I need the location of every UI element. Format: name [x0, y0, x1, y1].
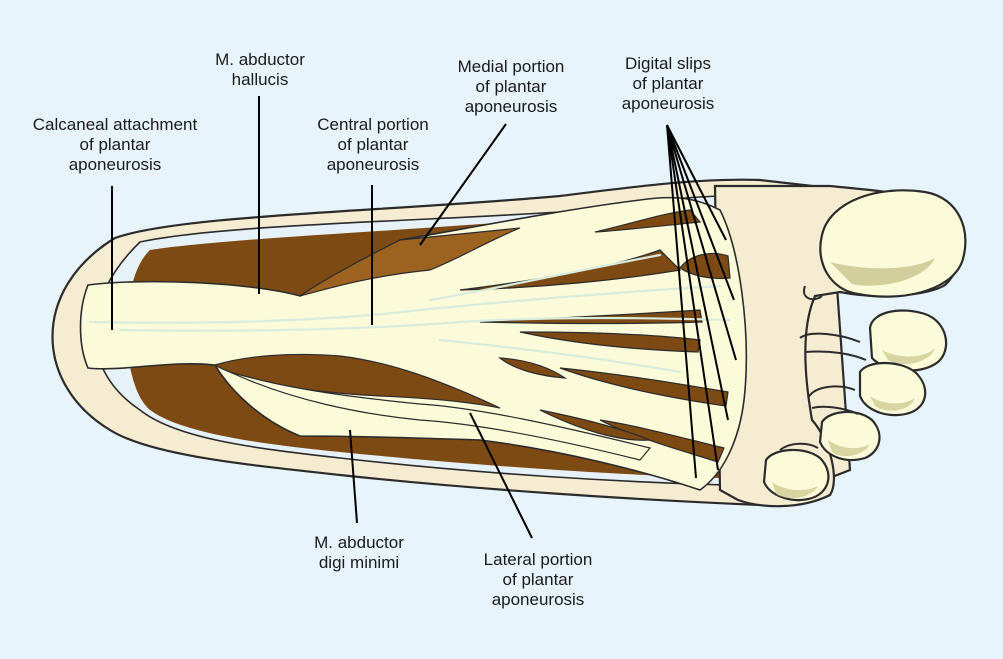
label-line: Calcaneal attachment — [32, 115, 198, 134]
label-abductor-digi-minimi: M. abductor digi minimi — [294, 533, 424, 573]
label-line: Digital slips — [625, 54, 711, 73]
label-line: Medial portion — [457, 57, 565, 76]
leader-digital-slips — [666, 124, 737, 479]
abductor-hallucis-muscle — [299, 227, 521, 297]
label-calcaneal-attachment: Calcaneal attachment of plantar aponeuro… — [15, 115, 215, 175]
label-line: aponeurosis — [464, 97, 558, 116]
toes — [762, 189, 967, 502]
label-line: of plantar — [79, 135, 151, 154]
label-line: M. abductor — [314, 533, 404, 552]
label-line: M. abductor — [215, 50, 305, 69]
aponeurosis-sheen — [88, 253, 732, 374]
label-line: of plantar — [502, 570, 574, 589]
label-line: aponeurosis — [68, 155, 162, 174]
label-line: aponeurosis — [326, 155, 420, 174]
third-toe-shadow — [870, 396, 915, 411]
label-lateral-portion: Lateral portion of plantar aponeurosis — [470, 550, 606, 610]
label-line: of plantar — [475, 77, 547, 96]
label-abductor-hallucis: M. abductor hallucis — [195, 50, 325, 90]
label-line: of plantar — [337, 135, 409, 154]
second-toe-shadow — [882, 348, 935, 364]
lateral-band — [229, 371, 652, 461]
label-line: digi minimi — [318, 553, 400, 572]
label-central-portion: Central portion of plantar aponeurosis — [302, 115, 444, 175]
label-line: of plantar — [632, 74, 704, 93]
label-digital-slips: Digital slips of plantar aponeurosis — [606, 54, 730, 114]
label-line: hallucis — [231, 70, 289, 89]
leader-abductor-digi-minimi — [349, 429, 358, 524]
leader-lateral-portion — [469, 412, 533, 539]
label-line: Lateral portion — [483, 550, 593, 569]
label-line: Central portion — [317, 115, 429, 134]
leader-medial-portion — [419, 123, 507, 246]
label-line: aponeurosis — [621, 94, 715, 113]
little-toe-shadow — [772, 482, 818, 499]
leader-lines — [111, 96, 737, 539]
label-medial-portion: Medial portion of plantar aponeurosis — [445, 57, 577, 117]
big-toe-shadow — [830, 258, 935, 286]
fourth-toe-shadow — [828, 440, 870, 457]
toe-crease-lines — [779, 285, 867, 451]
label-line: aponeurosis — [491, 590, 585, 609]
